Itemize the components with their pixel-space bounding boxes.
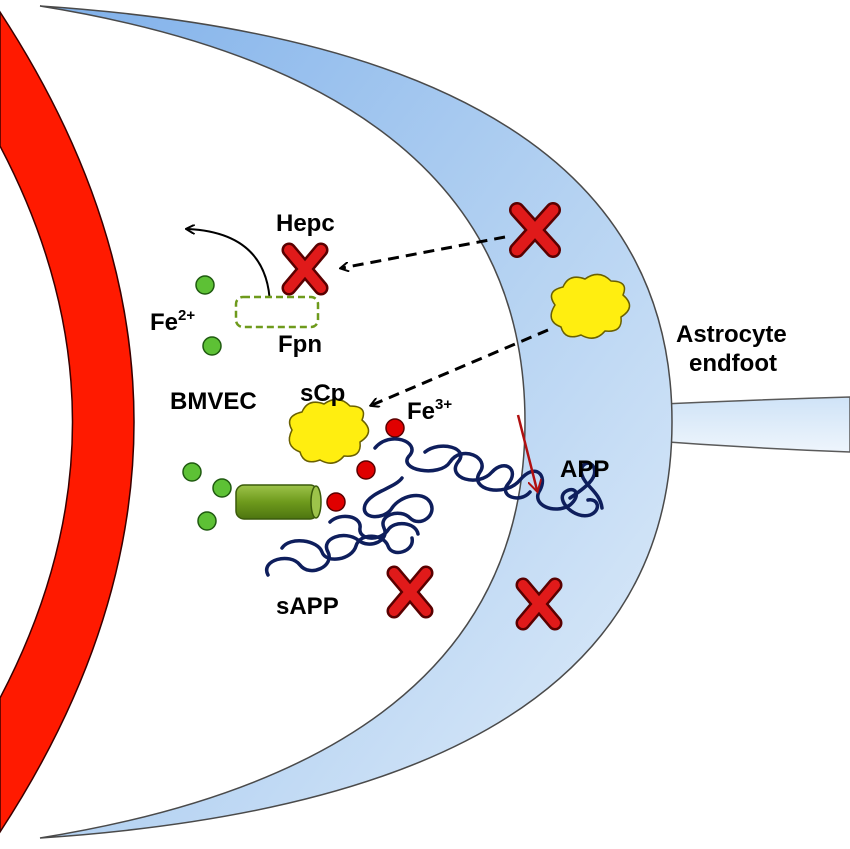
ferroportin-internalized xyxy=(234,295,320,329)
label-astrocyte: Astrocyte xyxy=(676,321,787,348)
fe3-ion xyxy=(356,460,376,480)
app-protein-coil-icon xyxy=(423,444,532,500)
astrocyte-process xyxy=(639,396,850,453)
x-mark-icon xyxy=(509,202,561,258)
app-protein-coil-icon xyxy=(373,437,600,518)
sapp-protein-coil-icon xyxy=(328,514,420,540)
sapp-protein-coil-icon xyxy=(280,534,414,561)
scp-secretion-arrow xyxy=(372,328,549,405)
app-protein-coil-icon xyxy=(568,461,604,510)
ceruloplasmin-blob-icon xyxy=(550,273,631,339)
fe2-ion xyxy=(202,336,222,356)
label-bmvec: BMVEC xyxy=(170,388,257,415)
hepc-inhibition-arrow xyxy=(342,235,506,268)
fe2-ion xyxy=(212,478,232,498)
label-sapp: sAPP xyxy=(276,593,339,620)
fe3-ion xyxy=(326,492,346,512)
hepcidin-efflux-arrow xyxy=(188,229,271,306)
x-mark-icon xyxy=(515,577,563,631)
label-fe3: Fe3+ xyxy=(407,396,452,425)
x-mark-icon xyxy=(386,565,434,619)
bmvec-vessel-wall xyxy=(0,10,135,834)
label-fe2: Fe2+ xyxy=(150,307,195,336)
ceruloplasmin-blob-icon xyxy=(288,398,370,464)
ferroportin-channel-icon xyxy=(235,484,322,520)
fe3-ion xyxy=(385,418,405,438)
sapp-protein-coil-icon xyxy=(264,476,434,577)
label-hepc: Hepc xyxy=(276,210,335,237)
fe2-ion xyxy=(195,275,215,295)
label-fpn: Fpn xyxy=(278,331,322,358)
label-scp: sCp xyxy=(300,380,345,407)
x-mark-icon xyxy=(281,242,329,296)
fe2-ion xyxy=(182,462,202,482)
fe2-ion xyxy=(197,511,217,531)
cleavage-arrow xyxy=(516,414,537,490)
label-app: APP xyxy=(560,456,609,483)
label-endfoot: endfoot xyxy=(689,350,777,377)
